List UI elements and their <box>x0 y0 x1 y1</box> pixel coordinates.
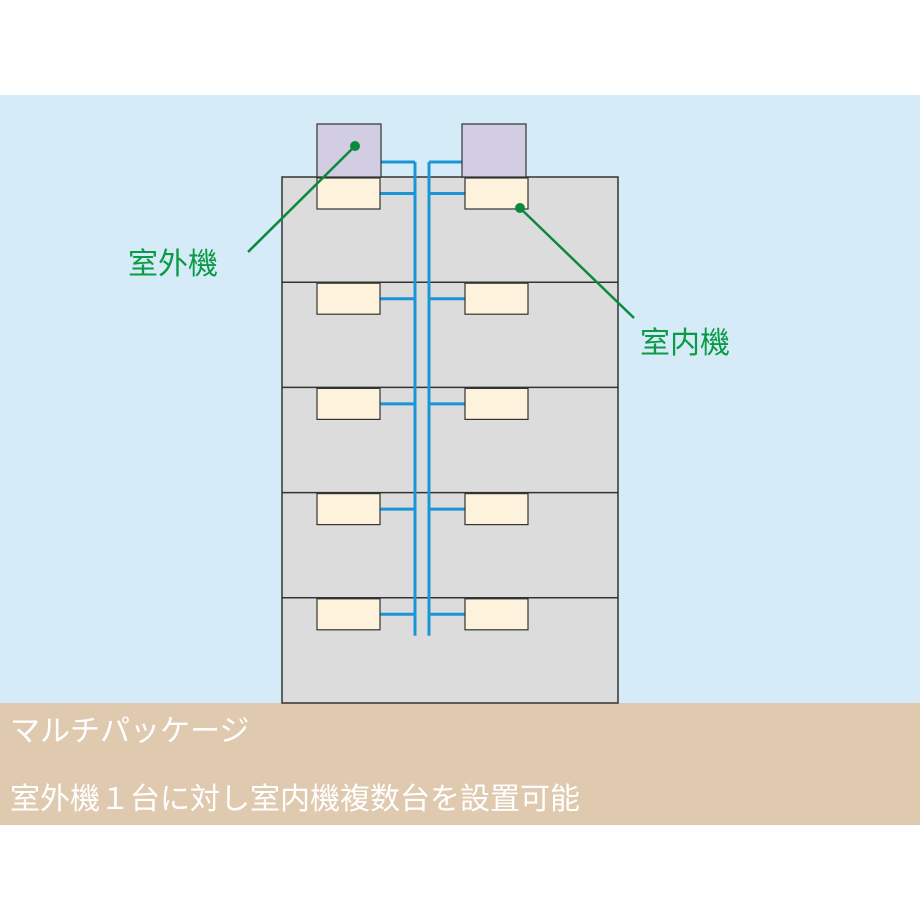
indoor-unit-left <box>316 598 381 631</box>
indoor-unit-left <box>316 177 381 210</box>
indoor-unit-left <box>316 282 381 315</box>
indoor-unit-right <box>464 387 529 420</box>
leader-line-outdoor <box>247 145 356 253</box>
refrigerant-pipes <box>380 160 465 636</box>
ground-band <box>0 703 920 825</box>
outdoor-unit-right <box>461 123 527 178</box>
indoor-unit-left <box>316 493 381 526</box>
indoor-unit-left <box>316 387 381 420</box>
indoor-unit-right <box>464 598 529 631</box>
caption-description: 室外機１台に対し室内機複数台を設置可能 <box>10 782 580 817</box>
leader-dot-outdoor <box>350 141 360 151</box>
indoor-unit-label: 室内機 <box>640 326 730 361</box>
indoor-unit-right <box>464 282 529 315</box>
leader-dot-indoor <box>515 203 525 213</box>
unit-group <box>316 123 529 631</box>
indoor-unit-right <box>464 177 529 210</box>
leader-lines <box>247 141 635 319</box>
indoor-unit-right <box>464 493 529 526</box>
outdoor-unit-label: 室外機 <box>128 247 218 282</box>
caption-title: マルチパッケージ <box>10 714 250 749</box>
leader-line-indoor <box>519 207 635 319</box>
